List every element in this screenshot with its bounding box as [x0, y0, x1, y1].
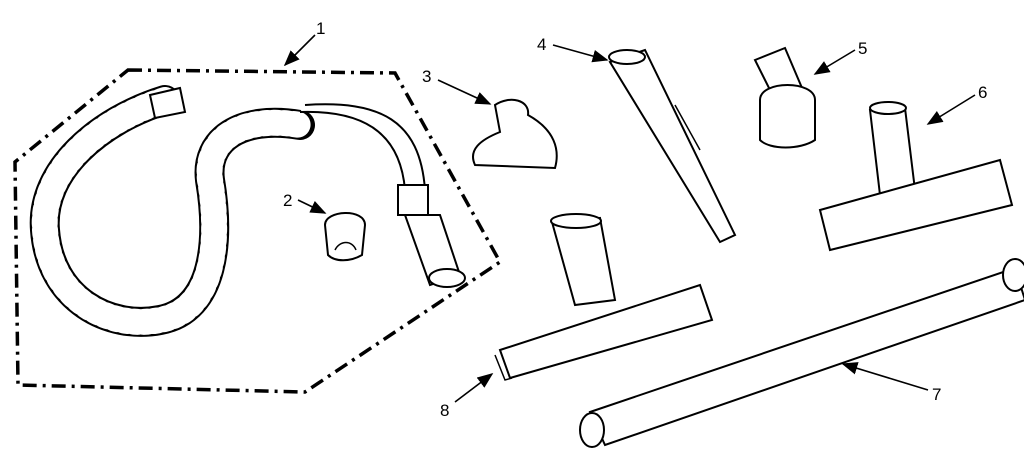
- callout-label-7: 7: [932, 385, 941, 404]
- callout-arrow-1: [283, 34, 316, 67]
- crevice-tool: [608, 48, 737, 244]
- floor-nozzle-large: [494, 213, 714, 381]
- callout-arrow-7: [841, 362, 929, 391]
- callout-label-6: 6: [978, 83, 987, 102]
- dusting-brush: [753, 46, 816, 149]
- callout-arrow-4: [552, 44, 609, 63]
- adapter-ring: [323, 212, 367, 262]
- callout-label-3: 3: [422, 67, 431, 86]
- callout-label-8: 8: [440, 401, 449, 420]
- callout-arrow-3: [437, 79, 492, 105]
- callout-label-2: 2: [283, 191, 292, 210]
- callout-arrow-6: [926, 94, 976, 125]
- floor-brush-small: [818, 101, 1014, 252]
- callout-arrow-5: [813, 49, 856, 75]
- callout-arrow-2: [297, 199, 327, 214]
- callout-label-4: 4: [537, 35, 546, 54]
- callout-label-5: 5: [858, 39, 867, 58]
- hose-assembly-boundary: [13, 68, 503, 394]
- hose: [29, 85, 466, 337]
- upholstery-nozzle: [472, 98, 558, 170]
- extension-wand: [579, 258, 1024, 448]
- callout-label-1: 1: [316, 19, 325, 38]
- callout-arrow-8: [454, 373, 494, 403]
